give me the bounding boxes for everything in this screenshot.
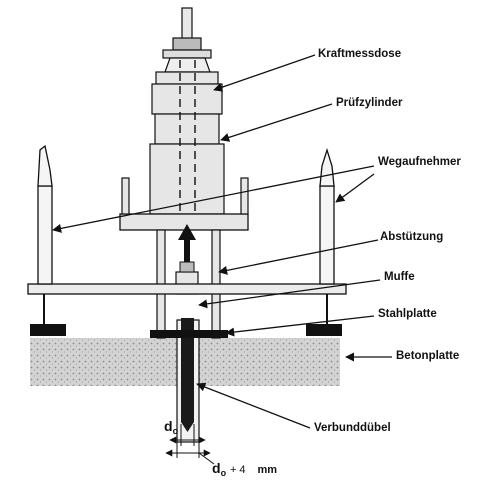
transducer-left xyxy=(37,185,53,285)
leader-muffe xyxy=(198,279,381,309)
transducer-right xyxy=(319,185,335,285)
foot-left xyxy=(30,324,66,336)
top-nut xyxy=(172,37,202,51)
dim-hole-leader xyxy=(198,452,215,465)
label-verbundduebel: Verbunddübel xyxy=(314,422,391,434)
label-hole-diameter: do + 4 mm xyxy=(212,460,277,478)
dim-hole-subscript: o xyxy=(220,468,227,478)
label-stahlplatte: Stahlplatte xyxy=(378,308,437,320)
reference-beam xyxy=(27,283,347,295)
cylinder-upper xyxy=(154,113,220,145)
leader-wegaufnehmer-left xyxy=(52,165,375,233)
label-kraftmessdose: Kraftmessdose xyxy=(318,48,402,60)
threaded-rod xyxy=(181,7,193,41)
spherical-seat xyxy=(164,57,211,73)
leader-pruefzylinder xyxy=(220,103,333,142)
bridge-post-left xyxy=(121,177,130,215)
leader-stahlplatte xyxy=(225,315,375,337)
anchor-tip xyxy=(181,422,194,432)
bonded-anchor xyxy=(181,318,194,422)
dim-d-symbol: d xyxy=(164,418,173,434)
label-anchor-diameter: do xyxy=(164,418,178,436)
coupler-nut xyxy=(179,261,195,273)
dim-hole-symbol: d xyxy=(212,460,221,476)
load-arrow-head xyxy=(178,224,196,240)
dim-hole-suffix: + 4 xyxy=(229,464,246,476)
cylinder-lower xyxy=(149,143,225,215)
load-bridge xyxy=(119,213,249,231)
load-cell xyxy=(155,71,219,85)
transducer-left-tip xyxy=(37,144,53,187)
top-washer xyxy=(162,49,212,59)
load-cell-body xyxy=(151,83,223,115)
label-pruefzylinder: Prüfzylinder xyxy=(336,97,403,109)
transducer-right-tip xyxy=(319,147,335,187)
label-muffe: Muffe xyxy=(384,271,415,283)
leader-wegaufnehmer-right xyxy=(335,173,375,203)
leader-kraftmessdose xyxy=(213,54,316,92)
label-wegaufnehmer: Wegaufnehmer xyxy=(378,156,461,168)
leader-abstuetzung xyxy=(218,239,379,275)
label-betonplatte: Betonplatte xyxy=(396,350,460,362)
foot-right xyxy=(306,324,342,336)
bridge-post-right xyxy=(240,177,249,215)
leader-verbundduebel xyxy=(196,382,311,429)
steel-plate xyxy=(150,330,228,338)
dim-hole-unit: mm xyxy=(257,464,278,476)
label-abstuetzung: Abstützung xyxy=(380,231,444,243)
dim-d-subscript: o xyxy=(172,426,179,436)
